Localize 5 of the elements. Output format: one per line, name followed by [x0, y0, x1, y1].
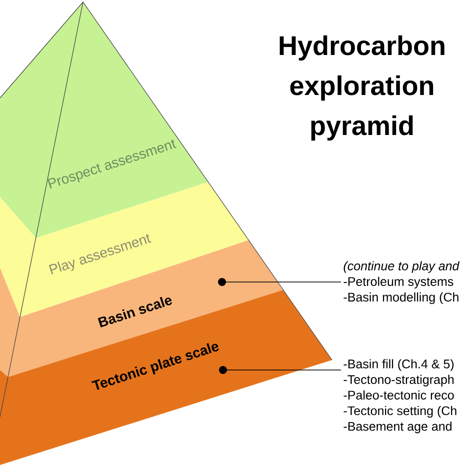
- title: Hydrocarbon exploration pyramid: [280, 35, 444, 141]
- annotation-list: -Basin fill (Ch.4 & 5) -Tectono-stratigraph -Paleo-tectonic reco -Tectonic setting (Ch -Basement age and: [344, 359, 456, 434]
- leader-line: [218, 278, 342, 286]
- leader-line: [219, 366, 342, 374]
- annotation-list: (continue to play and -Petroleum systems -Basin modelling (Ch: [344, 261, 460, 304]
